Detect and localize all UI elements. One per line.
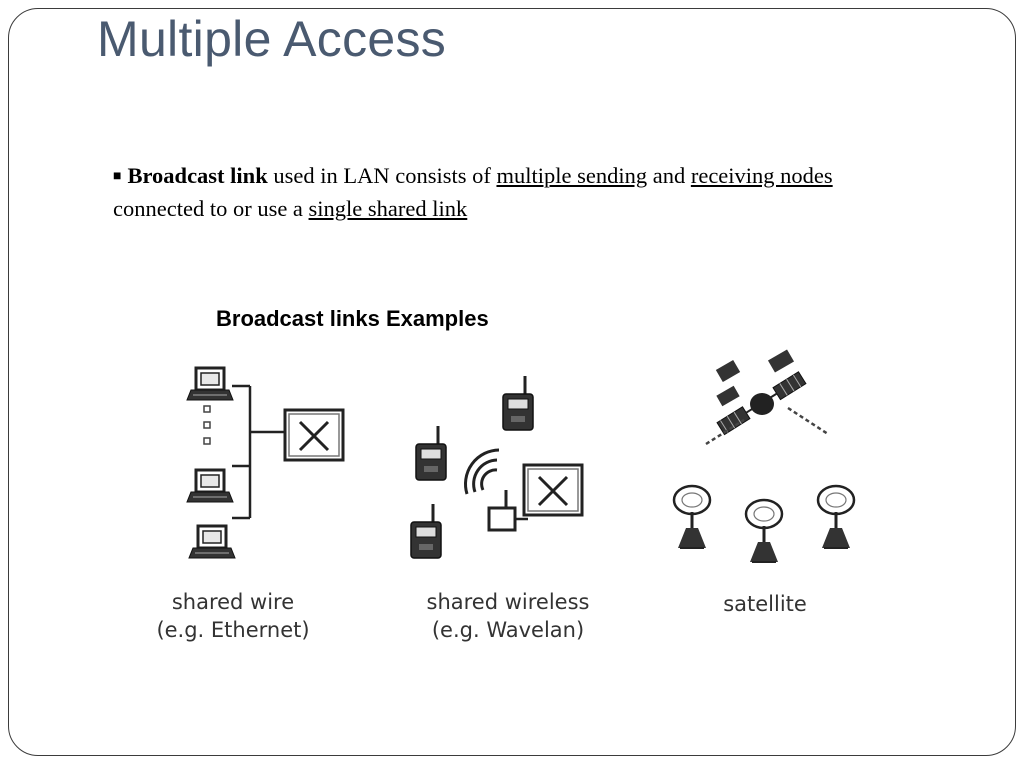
shared-wireless-illustration: [409, 374, 584, 560]
bullet-text-1: used in LAN consists of: [267, 163, 497, 188]
bullet-bold-term: Broadcast link: [127, 163, 268, 188]
bullet-paragraph: ■Broadcast link used in LAN consists of …: [113, 160, 893, 225]
caption-shared-wire-line2: (e.g. Ethernet): [156, 618, 310, 642]
slide-title: Multiple Access: [97, 11, 447, 67]
handheld-device-icon: [409, 502, 443, 560]
underlined-multiple-sending: multiple sending: [496, 163, 648, 188]
handheld-device-icon: [501, 374, 535, 432]
caption-shared-wireless: shared wireless (e.g. Wavelan): [392, 588, 624, 644]
satellite-illustration: [672, 349, 856, 564]
signal-beam-icon: [705, 406, 829, 446]
pc-icon: [185, 468, 235, 504]
caption-shared-wireless-line1: shared wireless: [426, 590, 590, 614]
caption-satellite: satellite: [690, 590, 840, 618]
bullet-text-3: connected to or use a: [113, 196, 309, 221]
figure-title: Broadcast links Examples: [216, 306, 489, 331]
bullet-text-2: and: [647, 163, 691, 188]
pc-icon: [185, 366, 235, 402]
satellite-dish-icon: [816, 484, 856, 550]
caption-shared-wireless-line2: (e.g. Wavelan): [431, 618, 585, 642]
bullet-marker-icon: ■: [113, 169, 122, 184]
caption-satellite-line1: satellite: [723, 592, 807, 616]
access-point-icon: [487, 490, 528, 532]
satellite-dish-icon: [744, 498, 784, 564]
caption-shared-wire: shared wire (e.g. Ethernet): [128, 588, 338, 644]
ellipsis-dots-icon: [203, 405, 211, 445]
wireless-waves-icon: [464, 448, 500, 495]
slide-frame: [8, 8, 1016, 756]
shared-wire-illustration: [185, 366, 345, 560]
underlined-single-shared-link: single shared link: [308, 196, 468, 221]
handheld-device-icon: [414, 424, 448, 482]
underlined-receiving-nodes: receiving nodes: [690, 163, 833, 188]
caption-shared-wire-line1: shared wire: [171, 590, 295, 614]
hub-icon: [522, 463, 584, 517]
satellite-dish-icon: [672, 484, 712, 550]
hub-icon: [283, 408, 345, 462]
pc-icon: [187, 524, 237, 560]
satellite-icon: [715, 349, 807, 436]
shared-wire-lines: [232, 384, 285, 520]
